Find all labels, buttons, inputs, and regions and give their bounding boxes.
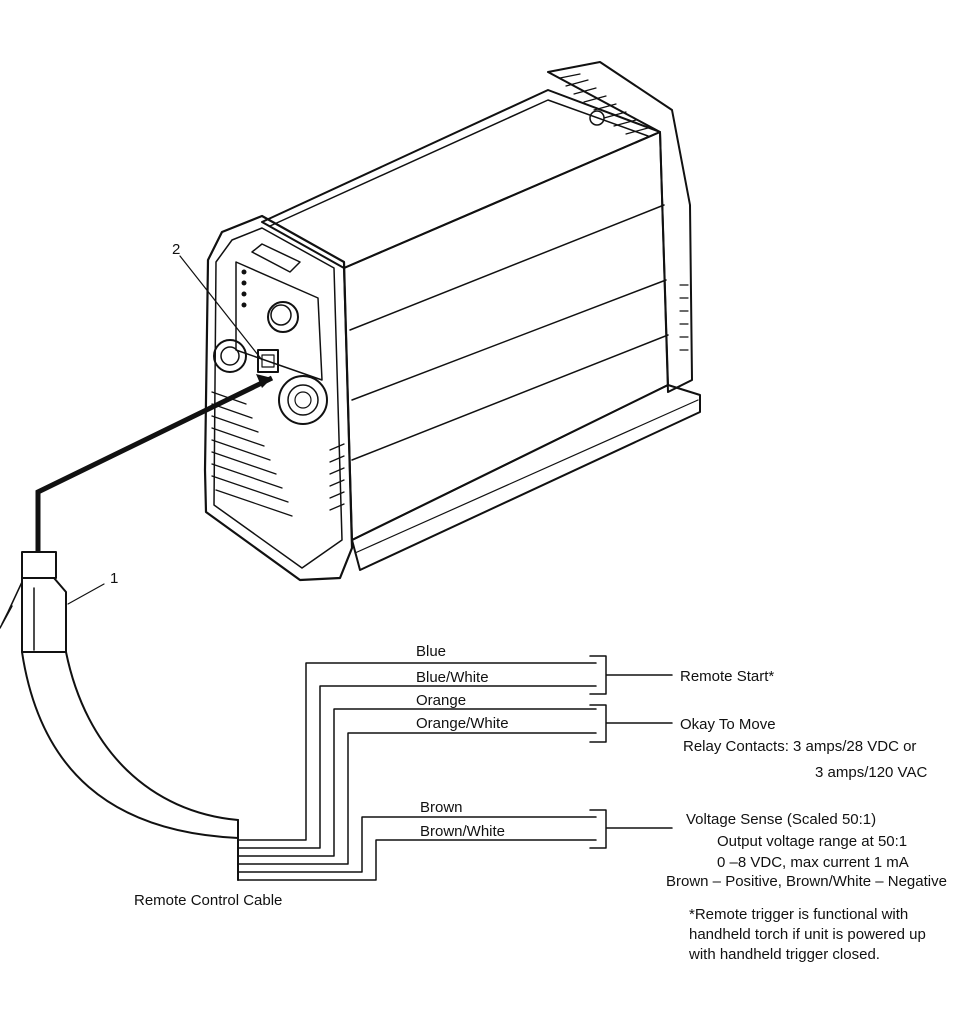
cable-body bbox=[21, 651, 239, 881]
rear-vent-slots bbox=[559, 73, 689, 351]
left-connector bbox=[213, 339, 247, 373]
voltage-sense-line3: Brown – Positive, Brown/White – Negative bbox=[666, 873, 947, 890]
footnote-line2: handheld torch if unit is powered up bbox=[689, 926, 926, 943]
bracket-voltage-sense bbox=[589, 809, 673, 849]
indicator-led bbox=[241, 280, 247, 286]
cable-label: Remote Control Cable bbox=[134, 892, 282, 909]
callout-2-leader bbox=[179, 255, 263, 361]
voltage-sense-label: Voltage Sense (Scaled 50:1) bbox=[686, 811, 876, 828]
relay-contacts-line2: 3 amps/120 VAC bbox=[815, 764, 927, 781]
voltage-sense-line1: Output voltage range at 50:1 bbox=[717, 833, 907, 850]
indicator-led bbox=[241, 302, 247, 308]
front-control-panel bbox=[235, 261, 323, 381]
plasma-cutter-unit bbox=[203, 61, 701, 582]
wire-label-blue-white: Blue/White bbox=[416, 669, 489, 686]
wire-label-orange-white: Orange/White bbox=[416, 715, 509, 732]
remote-receptacle bbox=[257, 349, 279, 373]
callout-1: 1 bbox=[110, 570, 118, 587]
callout-1-leader bbox=[67, 583, 105, 605]
callout-2: 2 bbox=[172, 241, 180, 258]
bracket-remote-start bbox=[589, 655, 673, 695]
footnote-line3: with handheld trigger closed. bbox=[688, 946, 880, 963]
wire-label-brown: Brown bbox=[420, 799, 463, 816]
footnote-line1: *Remote trigger is functional with bbox=[689, 906, 908, 923]
okay-to-move-label: Okay To Move bbox=[680, 716, 776, 733]
relay-contacts-line1: Relay Contacts: 3 amps/28 VDC or bbox=[683, 738, 916, 755]
amperage-knob bbox=[267, 301, 299, 333]
indicator-led bbox=[241, 269, 247, 275]
wire-label-blue: Blue bbox=[416, 643, 446, 660]
remote-control-cable bbox=[35, 374, 274, 552]
rear-fitting bbox=[589, 110, 605, 126]
arrow-head bbox=[256, 374, 272, 388]
wire-label-orange: Orange bbox=[416, 692, 466, 709]
wire-leads bbox=[237, 662, 597, 881]
voltage-sense-line2: 0 –8 VDC, max current 1 mA bbox=[717, 854, 909, 871]
cable-plug bbox=[0, 551, 67, 653]
torch-connector bbox=[278, 375, 328, 425]
remote-start-label: Remote Start* bbox=[680, 668, 774, 685]
bracket-okay-to-move bbox=[589, 704, 673, 743]
wire-label-brown-white: Brown/White bbox=[420, 823, 505, 840]
indicator-led bbox=[241, 291, 247, 297]
